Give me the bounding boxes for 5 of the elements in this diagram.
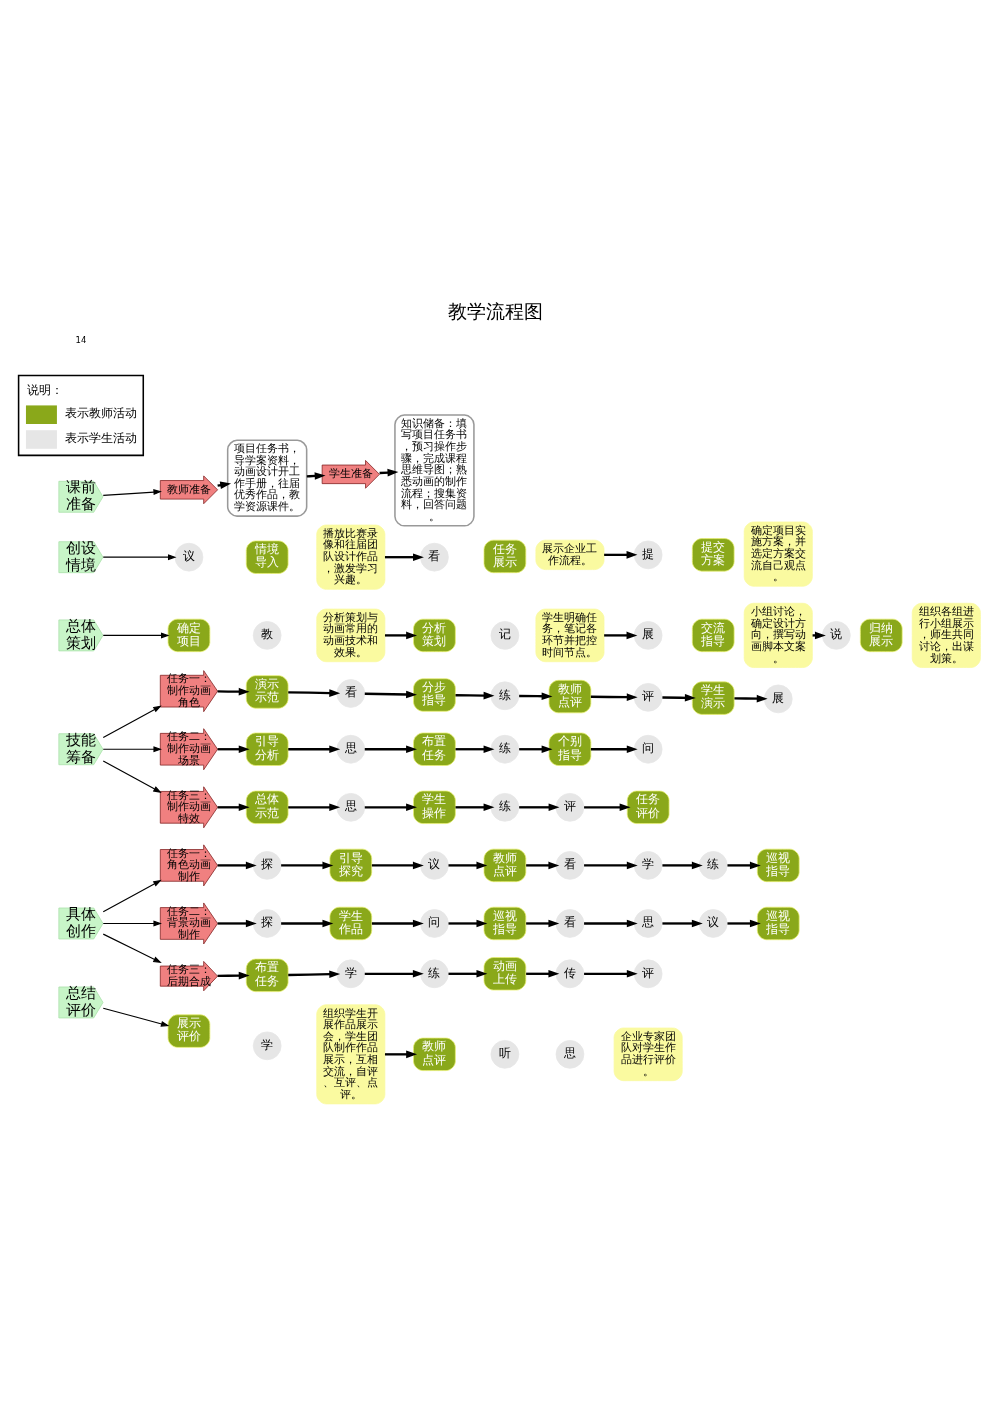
label: 14 xyxy=(75,334,87,345)
label: 说明： xyxy=(27,382,64,397)
diagram-title: 教学流程图 xyxy=(448,300,544,322)
legend-label: 表示学生活动 xyxy=(64,430,137,445)
legend-label: 表示教师活动 xyxy=(64,405,137,420)
